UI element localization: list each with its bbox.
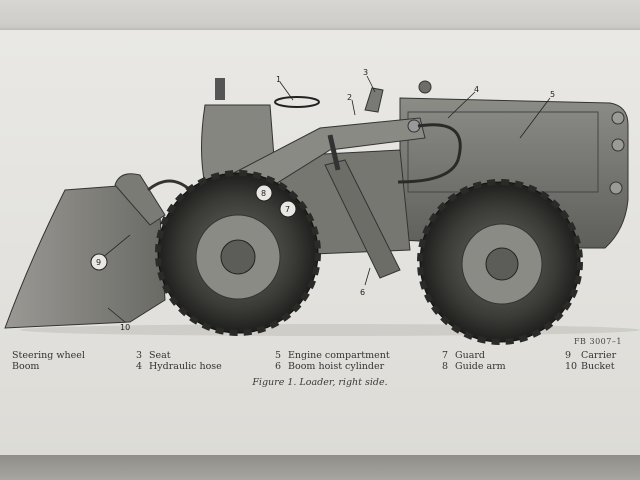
callout-2: 2 bbox=[347, 93, 352, 102]
callout-9: 9 bbox=[96, 258, 101, 267]
callout-leaders bbox=[101, 75, 551, 323]
legend-label: Engine compartment bbox=[288, 350, 390, 361]
legend-item: 7 Guard bbox=[442, 350, 506, 362]
callout-8: 8 bbox=[261, 189, 266, 198]
legend-label: Steering wheel bbox=[12, 350, 85, 361]
legend-item: 3 Seat bbox=[136, 350, 222, 362]
legend-column-1: Steering wheel Boom bbox=[12, 350, 85, 373]
legend-item: Steering wheel bbox=[12, 350, 85, 362]
bucket bbox=[4, 185, 166, 329]
legend-label: Guide arm bbox=[455, 360, 506, 372]
seat bbox=[364, 87, 384, 113]
legend-column-2: 3 Seat 4 Hydraulic hose bbox=[136, 350, 222, 373]
tail-light bbox=[611, 138, 625, 152]
legend-number: 9 bbox=[565, 350, 572, 361]
legend-number: 6 bbox=[275, 360, 282, 372]
legend-item: Boom bbox=[12, 360, 85, 373]
tail-light bbox=[609, 181, 623, 195]
legend-number: 10 bbox=[565, 360, 578, 372]
callout-4: 4 bbox=[474, 85, 479, 94]
legend-label: Carrier bbox=[581, 350, 617, 361]
legend-label: Guard bbox=[455, 350, 485, 361]
front-hub bbox=[220, 239, 256, 275]
front-tire-tread bbox=[155, 170, 321, 336]
legend-number: 3 bbox=[136, 350, 143, 361]
callout-10: 10 bbox=[120, 323, 130, 332]
legend-item: 6 Boom hoist cylinder bbox=[275, 360, 390, 373]
legend-number: 4 bbox=[136, 360, 143, 372]
legend-label: Seat bbox=[149, 350, 171, 361]
legend-number: 7 bbox=[442, 350, 449, 361]
legend-item: 4 Hydraulic hose bbox=[136, 360, 222, 373]
figure-code: FB 3007–1 bbox=[574, 337, 622, 346]
callout-3: 3 bbox=[363, 68, 368, 77]
steering-wheel bbox=[274, 96, 320, 108]
carrier bbox=[114, 173, 166, 226]
callout-5: 5 bbox=[550, 90, 555, 99]
figure-caption: Figure 1. Loader, right side. bbox=[252, 377, 388, 388]
legend-label: Hydraulic hose bbox=[149, 360, 222, 372]
filler-cap bbox=[418, 80, 432, 94]
legend-number: 8 bbox=[442, 360, 449, 372]
loader-illustration: 1 2 3 4 5 6 7 8 9 10 bbox=[4, 68, 640, 345]
rear-hub bbox=[485, 247, 519, 281]
legend-item: 5 Engine compartment bbox=[275, 350, 390, 362]
tail-light bbox=[611, 111, 625, 125]
legend-label: Bucket bbox=[581, 360, 615, 372]
callout-7: 7 bbox=[285, 205, 290, 214]
legend-label: Boom hoist cylinder bbox=[288, 360, 385, 372]
background-bottom-shadow bbox=[0, 455, 640, 480]
callout-7-badge bbox=[279, 200, 297, 218]
callout-1: 1 bbox=[276, 75, 281, 84]
callout-9-badge bbox=[90, 253, 108, 271]
exhaust-stack bbox=[215, 78, 225, 100]
legend-number: 5 bbox=[275, 350, 282, 361]
rear-tire-tread bbox=[417, 179, 583, 345]
legend-item: 8 Guide arm bbox=[442, 360, 506, 373]
legend-column-4: 7 Guard 8 Guide arm bbox=[442, 350, 506, 373]
legend-column-3: 5 Engine compartment 6 Boom hoist cylinder bbox=[275, 350, 390, 373]
legend-label: Boom bbox=[12, 360, 40, 372]
hydraulic-hose bbox=[397, 123, 462, 184]
guide-arm bbox=[147, 179, 192, 192]
legend-item: 9 Carrier bbox=[565, 350, 617, 362]
cylinder-rod bbox=[327, 134, 341, 171]
callout-8-badge bbox=[255, 184, 273, 202]
callout-6: 6 bbox=[360, 288, 365, 297]
